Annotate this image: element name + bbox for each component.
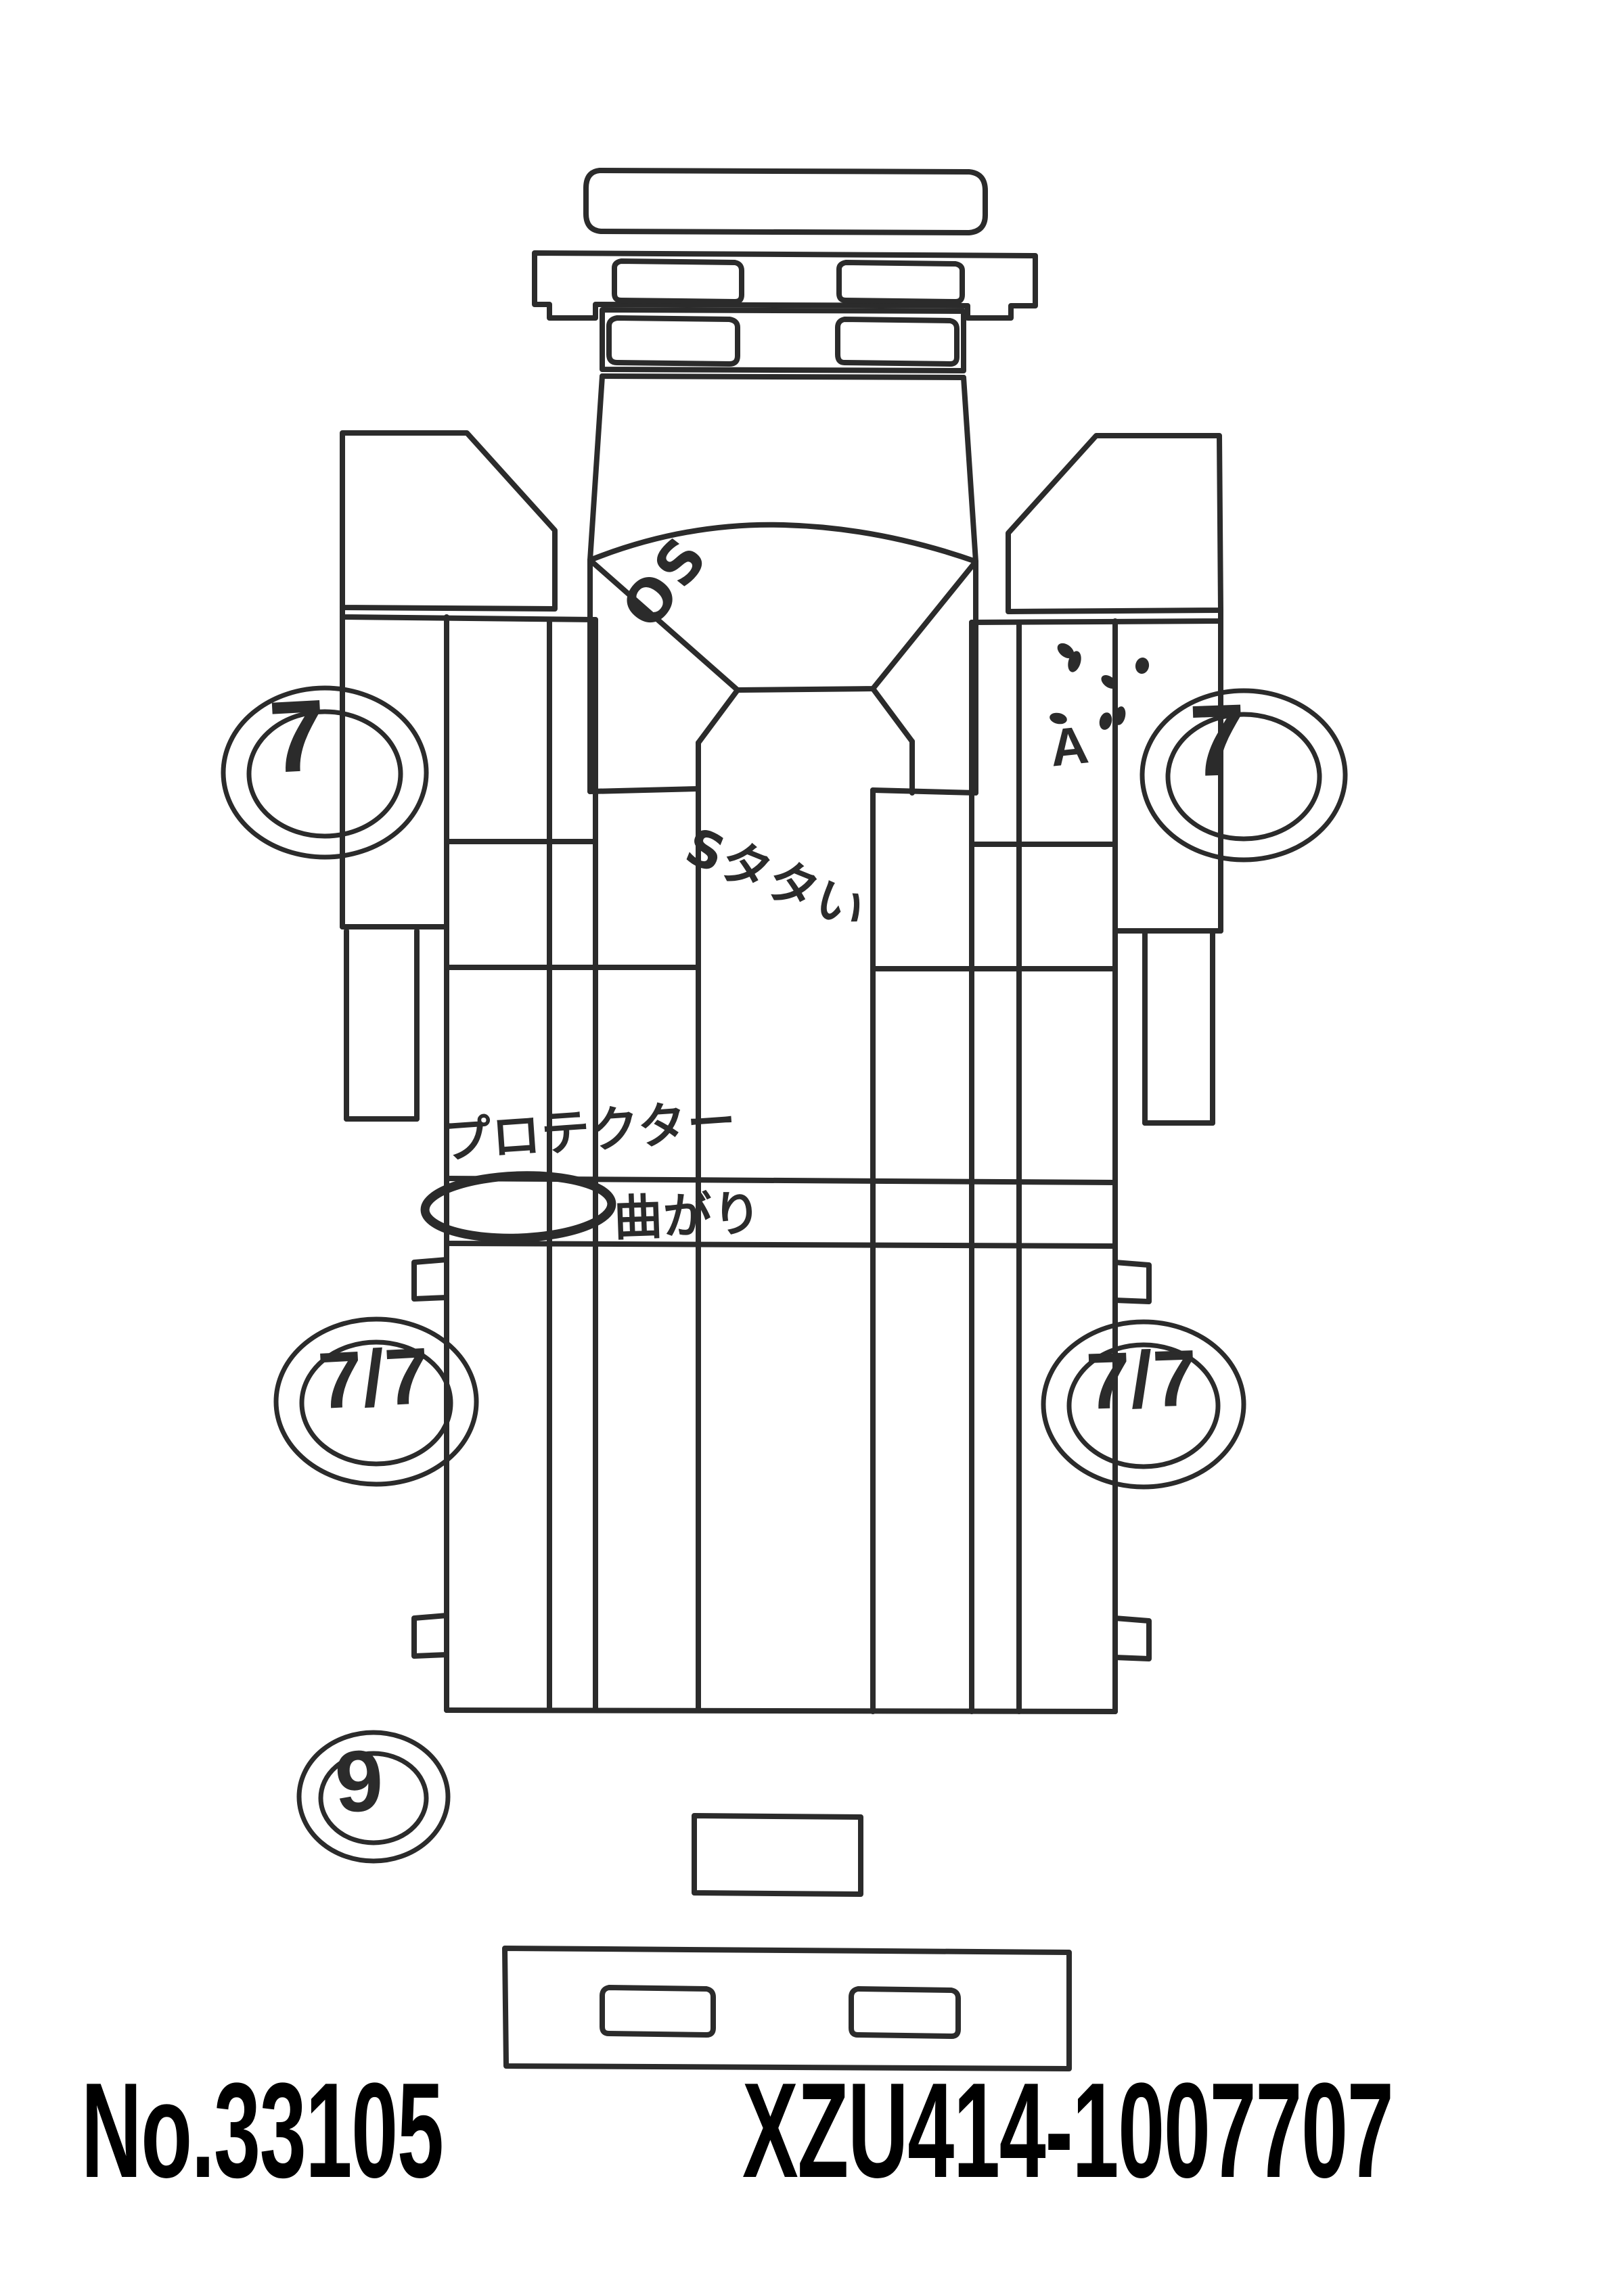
circled-marker-front-right xyxy=(1140,688,1348,863)
right-tail-notches xyxy=(1112,1260,1152,1661)
cab-left-side-panel xyxy=(547,617,598,844)
cargo-bed-right-edge xyxy=(1016,842,1118,1714)
rear-license-plate xyxy=(692,1813,863,1897)
cargo-bed-left-edge xyxy=(444,839,552,1713)
cab-right-side-panel xyxy=(969,620,1022,847)
protector-highlight-oval xyxy=(420,1171,616,1243)
circled-marker-rear-right xyxy=(1041,1319,1246,1490)
front-body-right-column xyxy=(870,559,978,971)
front-bumper-top-bar xyxy=(583,168,988,235)
record-number-label: No.33105 xyxy=(81,2055,444,2206)
cargo-bed-panel-lines xyxy=(547,839,1022,1714)
left-tail-notches xyxy=(411,1257,449,1659)
circled-marker-rear-left xyxy=(273,1316,479,1487)
circled-marker-bottom-left xyxy=(296,1730,451,1864)
rear-bumper-bar xyxy=(502,1946,1072,2071)
front-body-left-column xyxy=(587,557,740,970)
upper-grille-frame xyxy=(600,307,966,373)
caption-bar: No.33105 XZU414-1007707 xyxy=(0,2043,1624,2219)
left-fender-panel xyxy=(340,430,598,622)
hood-center-panel xyxy=(587,522,978,693)
right-fender-panel xyxy=(969,433,1223,625)
scratch-dots-mark xyxy=(1050,643,1150,730)
circled-marker-front-left xyxy=(221,685,429,860)
chassis-number-label: XZU414-1007707 xyxy=(742,2055,1394,2206)
left-side-rail xyxy=(344,928,420,1122)
right-side-rail xyxy=(1142,931,1215,1126)
front-step-plate xyxy=(532,250,1038,321)
left-wheel-panel xyxy=(340,614,449,929)
cab-hood-outline xyxy=(587,373,978,564)
